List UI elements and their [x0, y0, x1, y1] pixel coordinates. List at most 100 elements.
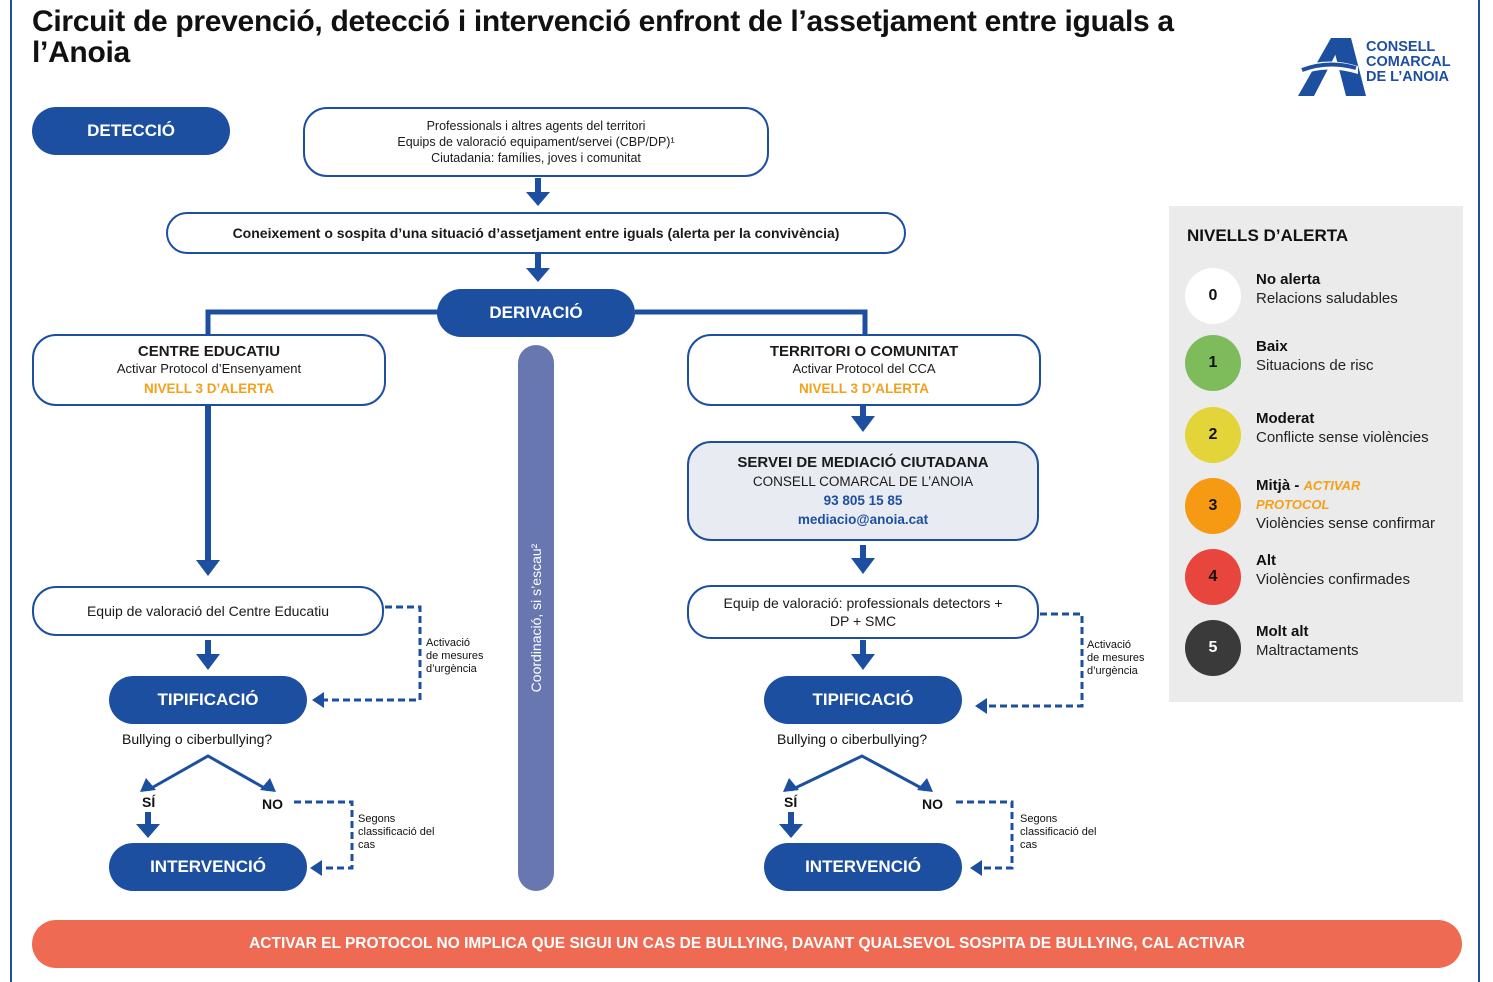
- level-1-desc: Situacions de risc: [1256, 357, 1374, 374]
- detection-pill: DETECCIÓ: [32, 107, 230, 155]
- territory-assessment-2: DP + SMC: [829, 613, 897, 629]
- territory-alert-level: NIVELL 3 D’ALERTA: [798, 381, 929, 396]
- territory-assessment-box: Equip de valoració: professionals detect…: [687, 585, 1039, 639]
- derivation-pill: DERIVACIÓ: [437, 289, 635, 337]
- level-0-circle: 0: [1185, 268, 1241, 324]
- territory-box: TERRITORI O COMUNITAT Activar Protocol d…: [687, 334, 1041, 406]
- school-assessment-text: Equip de valoració del Centre Educatiu: [86, 603, 330, 619]
- frame-border-left: [10, 0, 12, 982]
- detection-sources-box: Professionals i altres agents del territ…: [303, 107, 769, 177]
- dashed-lines: [294, 605, 1084, 870]
- left-urgent-1: Activació: [426, 637, 471, 649]
- left-class-1: Segons: [358, 813, 396, 825]
- level-1-circle: 1: [1185, 335, 1241, 391]
- level-1: 1 Baix Situacions de risc: [1185, 335, 1455, 395]
- left-urgent-2: de mesures: [426, 650, 484, 662]
- school-alert-level: NIVELL 3 D’ALERTA: [143, 381, 274, 396]
- level-2-name: Moderat: [1256, 410, 1315, 427]
- legend-title: NIVELLS D’ALERTA: [1187, 226, 1349, 245]
- level-5-circle: 5: [1185, 620, 1241, 676]
- level-3-name-text: Mitjà -: [1256, 477, 1300, 494]
- left-urgent-3: d’urgència: [426, 663, 477, 675]
- alert-levels-legend: NIVELLS D’ALERTA 0 No alerta Relacions s…: [1169, 206, 1463, 702]
- dashed-heads: [310, 692, 987, 876]
- coordination-text: Coordinació, si s’escau²: [528, 543, 544, 693]
- level-1-name: Baix: [1256, 338, 1288, 355]
- territory-subtitle: Activar Protocol del CCA: [792, 361, 936, 376]
- level-4-desc: Violències confirmades: [1256, 571, 1410, 588]
- school-title: CENTRE EDUCATIU: [137, 343, 281, 360]
- left-no: NO: [262, 796, 283, 812]
- level-3-action-2: PROTOCOL: [1256, 497, 1330, 512]
- mediation-org: CONSELL COMARCAL DE L’ANOIA: [752, 473, 974, 489]
- level-3-action-1: ACTIVAR: [1303, 478, 1361, 493]
- solid-arrows: [136, 178, 875, 838]
- left-tipification-pill: TIPIFICACIÓ: [109, 676, 307, 724]
- left-class-2: classificació del: [358, 826, 435, 838]
- school-box: CENTRE EDUCATIU Activar Protocol d’Ensen…: [32, 334, 386, 406]
- consell-comarcal-logo: CONSELL COMARCAL DE L’ANOIA: [1296, 38, 1466, 98]
- frame-border-right: [1478, 0, 1480, 982]
- page-title: Circuit de prevenció, detecció i interve…: [32, 5, 1174, 69]
- left-yes: SÍ: [142, 794, 156, 810]
- source-professionals: Professionals i altres agents del territ…: [426, 119, 646, 133]
- logo-line-3: DE L’ANOIA: [1366, 69, 1449, 85]
- mediation-email: mediacio@anoia.cat: [797, 511, 929, 527]
- right-classification-note: Segons classificació del cas: [1020, 813, 1096, 852]
- source-teams: Equips de valoració equipament/servei (C…: [397, 135, 675, 149]
- logo-line-2: COMARCAL: [1366, 54, 1451, 70]
- mediation-phone: 93 805 15 85: [823, 492, 903, 508]
- level-3: 3 Mitjà - ACTIVAR PROTOCOL Violències se…: [1185, 477, 1455, 544]
- left-question: Bullying o ciberbullying?: [122, 731, 273, 747]
- right-urgent-1: Activació: [1087, 639, 1132, 651]
- yes-no-forks: [147, 754, 926, 792]
- level-4: 4 Alt Violències confirmades: [1185, 549, 1455, 609]
- school-assessment-box: Equip de valoració del Centre Educatiu: [32, 586, 384, 636]
- right-urgent-note: Activació de mesures d’urgència: [1087, 639, 1144, 678]
- right-intervention-pill: INTERVENCIÓ: [764, 843, 962, 891]
- level-2-circle: 2: [1185, 407, 1241, 463]
- mediation-service-box: SERVEI DE MEDIACIÓ CIUTADANA CONSELL COM…: [687, 441, 1039, 541]
- left-urgent-note: Activació de mesures d’urgència: [426, 637, 483, 676]
- territory-assessment-1: Equip de valoració: professionals detect…: [723, 595, 1003, 611]
- level-0-name: No alerta: [1256, 271, 1321, 288]
- level-2-desc: Conflicte sense violències: [1256, 429, 1429, 446]
- mediation-title: SERVEI DE MEDIACIÓ CIUTADANA: [737, 453, 989, 471]
- level-5: 5 Molt alt Maltractaments: [1185, 620, 1455, 680]
- right-no: NO: [922, 796, 943, 812]
- level-3-circle: 3: [1185, 478, 1241, 534]
- level-2: 2 Moderat Conflicte sense violències: [1185, 407, 1455, 467]
- school-subtitle: Activar Protocol d’Ensenyament: [116, 361, 302, 376]
- level-4-circle: 4: [1185, 549, 1241, 605]
- right-yes: SÍ: [784, 794, 798, 810]
- right-question: Bullying o ciberbullying?: [777, 731, 928, 747]
- logo-line-1: CONSELL: [1366, 39, 1436, 55]
- left-class-3: cas: [358, 839, 376, 851]
- coordination-bar: Coordinació, si s’escau²: [518, 345, 554, 891]
- knowledge-text: Coneixement o sospita d’una situació d’a…: [232, 225, 840, 241]
- right-urgent-2: de mesures: [1087, 652, 1145, 664]
- level-4-name: Alt: [1256, 552, 1276, 569]
- knowledge-box: Coneixement o sospita d’una situació d’a…: [166, 212, 906, 254]
- level-0-desc: Relacions saludables: [1256, 290, 1398, 307]
- territory-title: TERRITORI O COMUNITAT: [769, 343, 959, 360]
- level-5-name: Molt alt: [1256, 623, 1309, 640]
- fork-heads: [140, 778, 933, 792]
- level-3-desc: Violències sense confirmar: [1256, 515, 1435, 532]
- right-tipification-pill: TIPIFICACIÓ: [764, 676, 962, 724]
- right-class-3: cas: [1020, 839, 1038, 851]
- level-5-desc: Maltractaments: [1256, 642, 1359, 659]
- right-class-1: Segons: [1020, 813, 1058, 825]
- branch-lines: [205, 309, 868, 338]
- anoia-logo-mark: [1298, 38, 1366, 96]
- level-3-name: Mitjà - ACTIVAR: [1256, 477, 1360, 494]
- protocol-banner: ACTIVAR EL PROTOCOL NO IMPLICA QUE SIGUI…: [32, 920, 1462, 968]
- left-classification-note: Segons classificació del cas: [358, 813, 434, 852]
- left-intervention-pill: INTERVENCIÓ: [109, 843, 307, 891]
- right-class-2: classificació del: [1020, 826, 1097, 838]
- logo-text: CONSELL COMARCAL DE L’ANOIA: [1366, 40, 1451, 85]
- level-0: 0 No alerta Relacions saludables: [1185, 268, 1455, 328]
- right-urgent-3: d’urgència: [1087, 665, 1138, 677]
